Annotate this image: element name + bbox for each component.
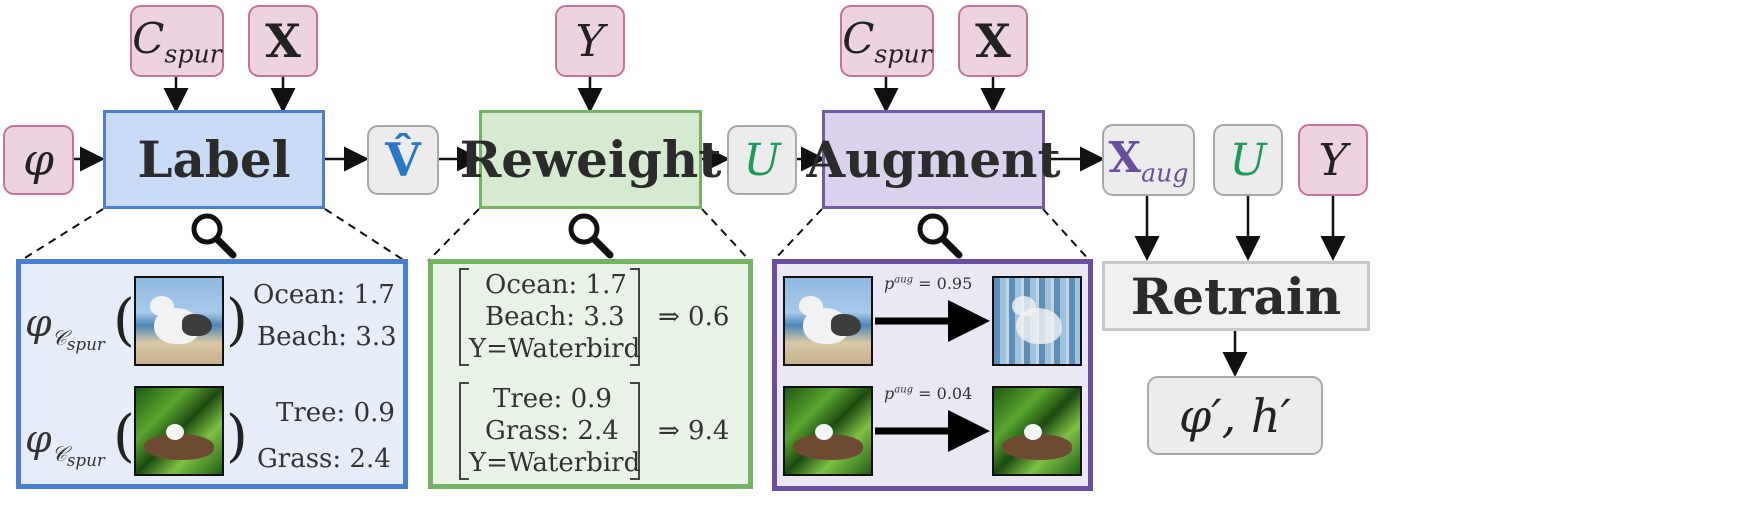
- retrain-stage: Retrain: [1102, 261, 1370, 331]
- original-beach-image: [783, 276, 873, 366]
- phi-function: φ𝒞spur: [25, 417, 105, 470]
- concept-grass: Grass: 2.4: [257, 444, 391, 474]
- concept-beach: Beach: 3.3: [257, 322, 397, 352]
- group1-line1: Ocean: 1.7: [485, 270, 627, 300]
- label-detail-panel: φ𝒞spur ( ) Ocean: 1.7 Beach: 3.3 φ𝒞spur …: [16, 259, 408, 489]
- final-output: φ′, h′: [1147, 376, 1323, 455]
- waterbird-beach-image: [134, 276, 224, 366]
- waterbird-forest-image: [134, 386, 224, 476]
- label-stage: Label: [103, 110, 325, 209]
- phi-input: φ: [3, 125, 74, 195]
- u-output: U: [727, 125, 797, 195]
- c-spur-input-augment: Cspur: [840, 5, 934, 77]
- magnifier-icon: [917, 213, 963, 259]
- augment-arrows: [875, 300, 990, 452]
- x-input-augment: X: [958, 5, 1028, 77]
- augment-detail-panel: paug = 0.95 paug = 0.04: [772, 259, 1093, 491]
- magnifier-icon: [191, 213, 237, 259]
- group1-line3: Y=Waterbird: [469, 334, 641, 364]
- group2-line2: Grass: 2.4: [485, 416, 619, 446]
- augmented-forest-image: [992, 386, 1082, 476]
- group1-line2: Beach: 3.3: [485, 302, 625, 332]
- group2-weight: ⇒ 9.4: [658, 416, 730, 446]
- concept-tree: Tree: 0.9: [276, 398, 395, 428]
- augment-stage: Augment: [806, 110, 1061, 209]
- p-aug-low: paug = 0.04: [884, 384, 973, 403]
- y-input-reweight: Y: [555, 5, 625, 77]
- phi-function: φ𝒞spur: [25, 301, 105, 354]
- group2-line3: Y=Waterbird: [469, 448, 641, 478]
- concept-ocean: Ocean: 1.7: [253, 280, 395, 310]
- group1-weight: ⇒ 0.6: [658, 302, 730, 332]
- c-spur-input-label: Cspur: [130, 5, 224, 77]
- x-input-label: X: [248, 5, 318, 77]
- original-forest-image: [783, 386, 873, 476]
- reweight-stage: Reweight: [460, 110, 721, 209]
- magnifier-icon: [568, 213, 614, 259]
- u-input-retrain: U: [1213, 124, 1283, 196]
- y-input-retrain: Y: [1298, 124, 1368, 196]
- x-aug-output: Xaug: [1102, 124, 1195, 196]
- v-hat-output: V̂: [367, 125, 439, 195]
- reweight-detail-panel: Ocean: 1.7 Beach: 3.3 Y=Waterbird ⇒ 0.6 …: [428, 259, 753, 489]
- augmented-beach-image: [992, 276, 1082, 366]
- p-aug-high: paug = 0.95: [884, 274, 973, 293]
- group2-line1: Tree: 0.9: [493, 384, 612, 414]
